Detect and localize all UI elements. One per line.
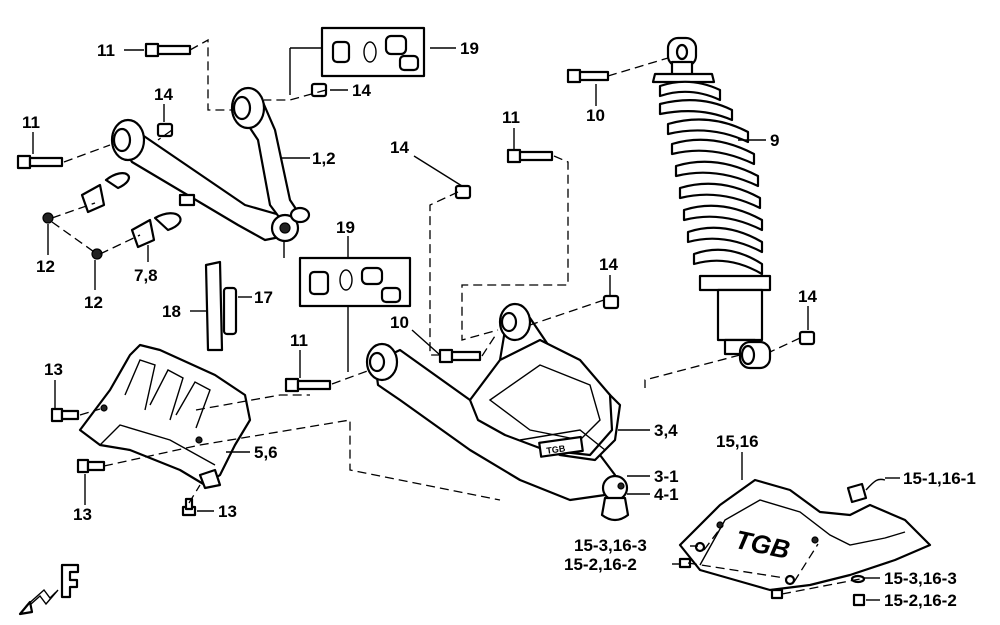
callout-7-8: 7,8 [134,266,158,285]
callout-14-right: 14 [599,255,618,274]
shock-absorber [651,36,772,370]
callout-13-right: 13 [218,502,237,521]
leader-lines [32,47,900,601]
callout-10-lower: 10 [390,313,409,332]
callout-14-shock: 14 [798,287,817,306]
callout-19-top: 19 [460,39,479,58]
callout-1-2: 1,2 [312,149,336,168]
callout-12-b: 12 [84,293,103,312]
callout-14-left: 14 [154,85,173,104]
callout-19-lower: 19 [336,218,355,237]
callout-15-1: 15-1,16-1 [903,469,976,488]
callout-5-6: 5,6 [254,443,278,462]
guard-plate: TGB [678,478,932,592]
callout-11-left: 11 [22,113,40,132]
lower-a-arm: TGB [365,302,630,522]
callout-14-mid: 14 [390,138,409,157]
callout-15-3-left: 15-3,16-3 [574,536,647,555]
callout-3-1: 3-1 [654,467,679,486]
callout-4-1: 4-1 [654,485,679,504]
assembly-lines [51,38,861,595]
upper-a-arm [110,86,311,258]
callout-18: 18 [162,302,181,321]
cable-brackets [80,172,196,249]
callout-10-top: 10 [586,106,605,125]
arm-label: TGB [546,443,567,456]
front-direction-arrow-icon [18,563,80,616]
callout-12-a: 12 [36,257,55,276]
callout-labels: 11 19 14 14 11 1,2 12 7,8 12 18 17 13 19… [22,39,976,610]
callout-17: 17 [254,288,273,307]
callout-11-lower: 11 [290,331,308,350]
hardware [16,26,866,607]
callout-11-top: 11 [97,41,115,60]
callout-3-4: 3,4 [654,421,678,440]
callout-9: 9 [770,131,779,150]
skid-plate [78,343,252,490]
callout-15-2-left: 15-2,16-2 [564,555,637,574]
callout-15-16: 15,16 [716,432,759,451]
callout-15-3-right: 15-3,16-3 [884,569,957,588]
callout-15-2-right: 15-2,16-2 [884,591,957,610]
callout-13-bottom: 13 [73,505,92,524]
callout-11-mid: 11 [502,108,520,127]
callout-14-kit: 14 [352,81,371,100]
callout-13-top: 13 [44,360,63,379]
